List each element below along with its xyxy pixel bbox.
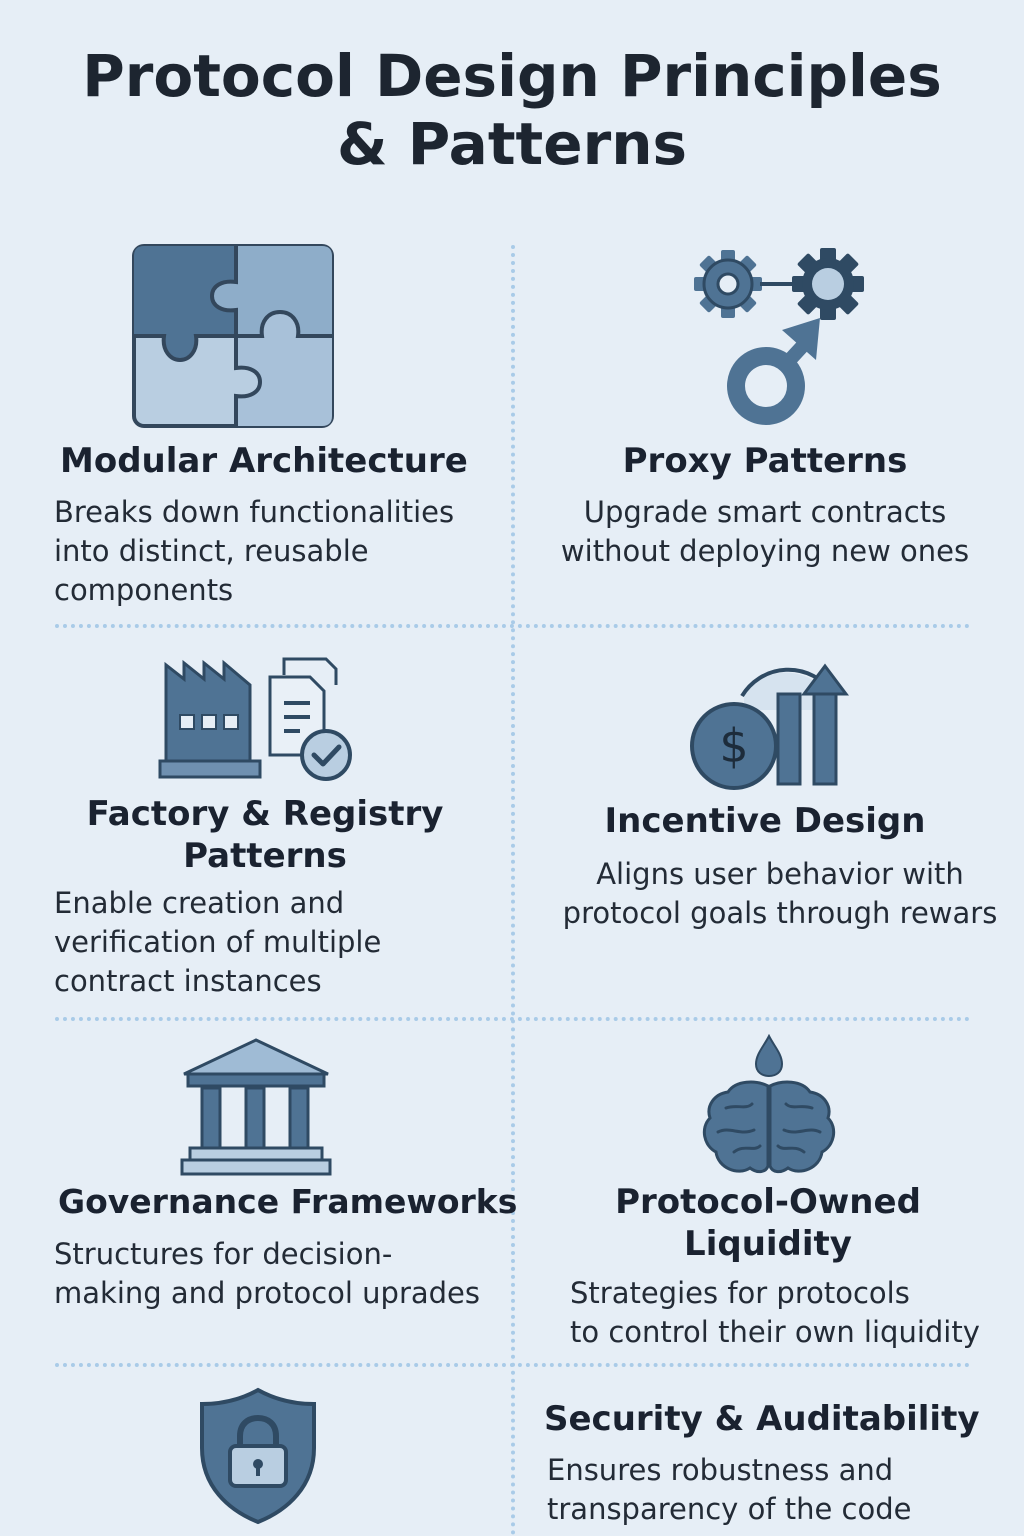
page-title: Protocol Design Principles & Patterns [0, 42, 1024, 178]
puzzle-icon [132, 244, 334, 428]
factory-document-icon [158, 657, 352, 781]
page-title-line2: & Patterns [336, 110, 688, 178]
item-description-security-line2: transparency of the code [547, 1492, 912, 1526]
item-description-governance-frameworks: Structures for decision- making and prot… [54, 1235, 504, 1313]
brain-droplet-icon [702, 1034, 836, 1174]
item-heading-factory-registry-line2: Patterns [183, 836, 347, 876]
vertical-divider [511, 245, 515, 1536]
gears-arrow-icon [694, 248, 864, 425]
item-heading-protocol-owned-liquidity: Protocol-Owned Liquidity [558, 1181, 978, 1265]
item-heading-incentive-design: Incentive Design [604, 801, 926, 841]
page-title-line1: Protocol Design Principles [82, 42, 942, 110]
item-description-incentive-design: Aligns user behavior with protocol goals… [545, 855, 1015, 933]
item-description-proxy-patterns: Upgrade smart contracts without deployin… [560, 495, 970, 568]
item-description-factory-registry: Enable creation and verification of mult… [54, 886, 382, 998]
item-description-governance-line2: making and protocol uprades [54, 1276, 481, 1310]
shield-lock-icon [200, 1387, 316, 1525]
horizontal-divider-3 [55, 1363, 970, 1367]
horizontal-divider-1 [55, 624, 970, 628]
item-description-protocol-owned-liquidity: Strategies for protocols to control thei… [570, 1274, 1010, 1352]
item-description-security-auditability: Ensures robustness and transparency of t… [547, 1451, 987, 1529]
item-heading-modular-architecture: Modular Architecture [60, 441, 468, 481]
item-heading-factory-registry: Factory & Registry Patterns [60, 793, 470, 877]
bank-columns-icon [180, 1038, 332, 1176]
item-description-governance-line1: Structures for decision- [54, 1237, 393, 1271]
horizontal-divider-2 [55, 1017, 970, 1021]
item-description-incentive-design-line2: protocol goals through rewars [562, 896, 998, 930]
item-heading-pol-line1: Protocol-Owned [615, 1182, 921, 1222]
item-heading-security-auditability: Security & Auditability [544, 1399, 980, 1439]
svg-text:$: $ [719, 719, 748, 773]
item-heading-governance-frameworks: Governance Frameworks [58, 1182, 518, 1221]
item-heading-proxy-patterns: Proxy Patterns [622, 441, 908, 481]
item-description-pol-line1: Strategies for protocols [570, 1276, 910, 1310]
item-description-pol-line2: to control their own liquidity [570, 1315, 980, 1349]
item-heading-pol-line2: Liquidity [684, 1224, 852, 1264]
item-description-security-line1: Ensures robustness and [547, 1453, 894, 1487]
item-description-incentive-design-line1: Aligns user behavior with [596, 857, 964, 891]
item-description-modular-architecture: Breaks down functionalities into distinc… [54, 495, 455, 607]
coin-growth-icon: $ [690, 663, 849, 790]
item-heading-factory-registry-line1: Factory & Registry [86, 794, 444, 834]
